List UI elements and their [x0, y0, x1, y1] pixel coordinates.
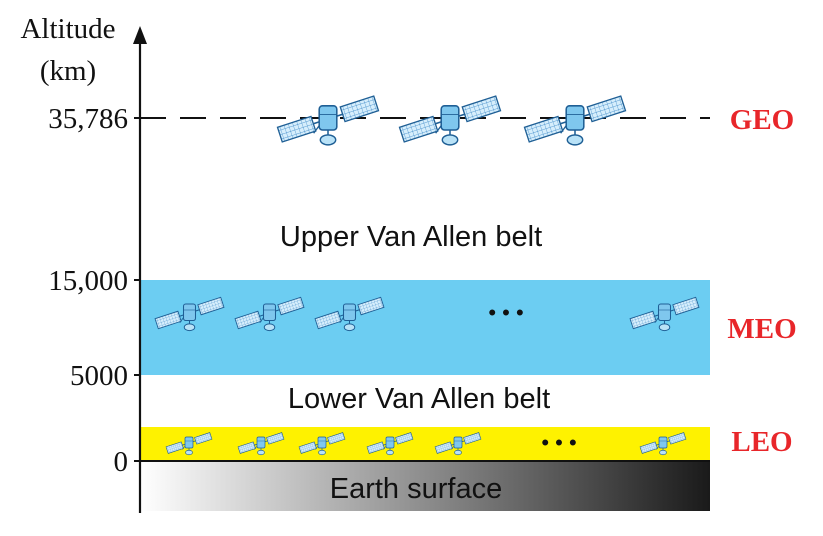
satellite-icon	[276, 95, 380, 146]
tick-label-geo: 35,786	[48, 103, 128, 135]
axis-title-line2: (km)	[40, 55, 96, 87]
axis-arrow-icon	[133, 26, 147, 44]
axis-title-line1: Altitude	[20, 13, 115, 45]
tick-label-15000: 15,000	[48, 265, 128, 297]
leo-ellipsis: • • •	[541, 430, 576, 455]
meo-ellipsis: • • •	[488, 300, 523, 325]
tick-label-0: 0	[114, 446, 129, 478]
satellite-icon	[523, 95, 627, 146]
leo-label: LEO	[731, 426, 792, 458]
satellite-icon	[398, 95, 502, 146]
meo-band	[141, 280, 710, 375]
lower-belt-label: Lower Van Allen belt	[288, 383, 550, 415]
tick-label-5000: 5000	[70, 360, 128, 392]
upper-belt-label: Upper Van Allen belt	[280, 221, 542, 253]
meo-label: MEO	[727, 313, 796, 345]
earth-surface-label: Earth surface	[330, 473, 502, 505]
leo-band	[141, 427, 710, 461]
geo-label: GEO	[730, 104, 794, 136]
earth-surface	[141, 461, 710, 511]
